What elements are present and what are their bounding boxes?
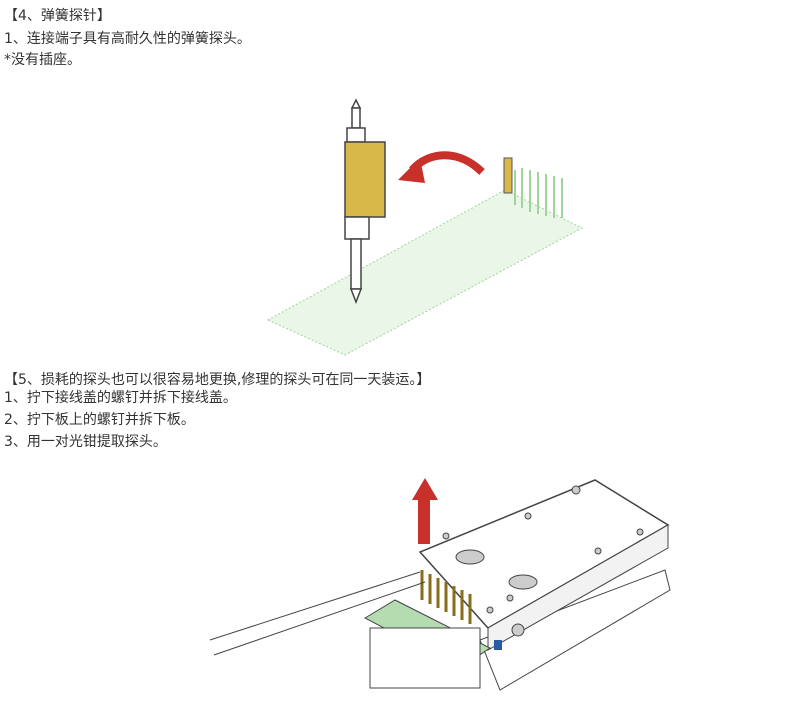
section4-line-2: *没有插座。 [4, 52, 81, 68]
lower-plate [479, 569, 671, 691]
red-up-arrow-icon [412, 478, 438, 544]
section5-line-1: 1、拧下接线盖的螺钉并拆下接线盖。 [4, 390, 237, 406]
red-arrow-icon [398, 151, 485, 183]
spring-probe-illustration [266, 98, 584, 356]
small-probe-highlight [503, 157, 513, 194]
tweezers [209, 571, 426, 656]
hinge-screw [511, 623, 525, 637]
connector-base [369, 627, 481, 689]
spring-probe [344, 98, 386, 305]
section4-heading: 【4、弹簧探针】 [4, 8, 111, 24]
pcb-board [266, 189, 584, 356]
probe-replacement-illustration [209, 478, 671, 691]
section5-line-3: 3、用一对光钳提取探头。 [4, 434, 167, 450]
top-plate-side [487, 524, 669, 651]
section5-heading: 【5、损耗的探头也可以很容易地更换,修理的探头可在同一天装运。】 [4, 372, 431, 388]
small-probes [514, 168, 563, 218]
blue-clip [494, 640, 502, 650]
section5-line-2: 2、拧下板上的螺钉并拆下板。 [4, 412, 195, 428]
probe-row [420, 570, 472, 624]
screw-holes [442, 485, 644, 614]
section4-line-1: 1、连接端子具有高耐久性的弹簧探头。 [4, 31, 251, 47]
